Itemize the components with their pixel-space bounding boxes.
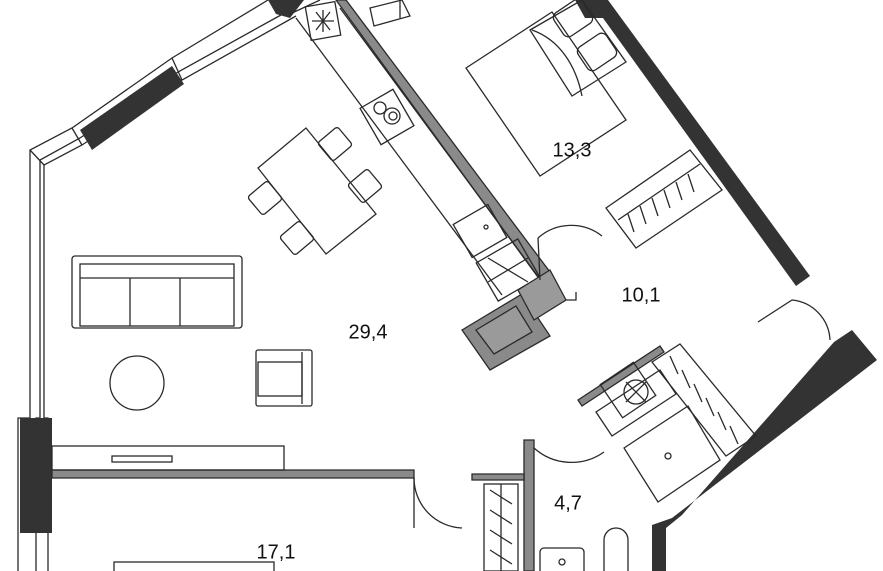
armchair bbox=[255, 349, 313, 407]
doors bbox=[413, 224, 831, 529]
bedroom-wardrobe bbox=[605, 149, 723, 249]
bathroom-fixtures bbox=[539, 343, 757, 571]
room-label-hall: 10,1 bbox=[621, 284, 661, 307]
room-label-bedroom2: 17,1 bbox=[256, 541, 296, 564]
round-table bbox=[109, 355, 165, 411]
dining-set bbox=[247, 127, 383, 255]
kitchen-counter bbox=[289, 0, 567, 371]
sofa bbox=[71, 255, 243, 329]
room-label-living: 29,4 bbox=[348, 321, 388, 344]
tv-stand bbox=[51, 445, 285, 471]
bed bbox=[465, 0, 627, 177]
top-cabinet bbox=[369, 0, 411, 27]
bottom-bed bbox=[113, 561, 275, 571]
bathroom-rack bbox=[483, 483, 519, 571]
room-label-bathroom: 4,7 bbox=[554, 492, 582, 515]
dark-wall-segments bbox=[20, 0, 877, 571]
room-label-bedroom: 13,3 bbox=[552, 139, 592, 162]
